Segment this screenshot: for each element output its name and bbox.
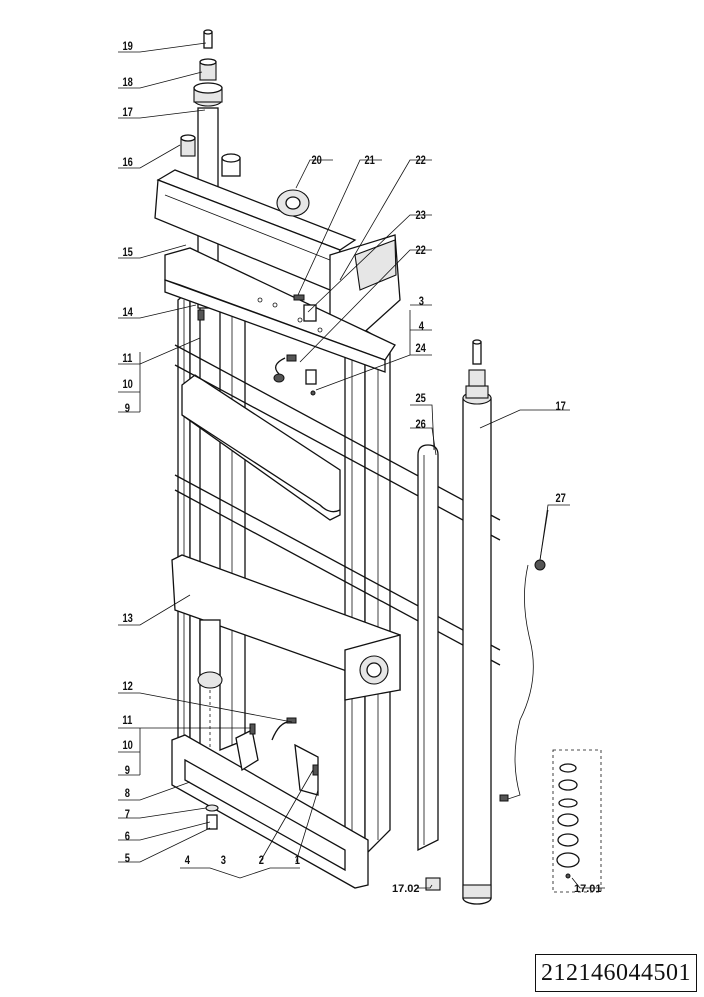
part-number-box: 212146044501 xyxy=(535,954,697,992)
label-3-lower: 3 xyxy=(221,854,226,867)
label-17: 17 xyxy=(122,106,132,119)
label-9-lower: 9 xyxy=(125,764,130,777)
label-21: 21 xyxy=(364,154,374,167)
label-24: 24 xyxy=(415,342,425,355)
chain-plate xyxy=(181,374,341,521)
callout-labels: 19 18 17 16 20 21 22 23 22 15 14 3 4 24 … xyxy=(122,40,601,895)
label-13: 13 xyxy=(122,612,132,625)
label-18: 18 xyxy=(122,76,132,89)
label-23: 23 xyxy=(415,209,425,222)
fitting-17-02 xyxy=(425,877,441,891)
label-17-01: 17.01 xyxy=(574,883,602,895)
bracket-left xyxy=(235,729,259,772)
label-16: 16 xyxy=(122,156,132,169)
label-7: 7 xyxy=(125,808,130,821)
label-9-upper: 9 xyxy=(125,402,130,415)
label-22-top: 22 xyxy=(415,154,425,167)
label-22-lower: 22 xyxy=(415,244,425,257)
label-1: 1 xyxy=(295,854,300,867)
label-12: 12 xyxy=(122,680,132,693)
label-11-upper: 11 xyxy=(122,352,132,365)
label-17-02: 17.02 xyxy=(392,883,420,895)
leader-lines xyxy=(118,42,605,889)
label-26: 26 xyxy=(415,418,425,431)
label-5: 5 xyxy=(125,852,130,865)
label-10-upper: 10 xyxy=(122,378,132,391)
label-10-lower: 10 xyxy=(122,739,132,752)
label-11-lower: 11 xyxy=(122,714,132,727)
seal-kit-box xyxy=(552,749,602,893)
label-17-right: 17 xyxy=(555,400,565,413)
hose-26 xyxy=(417,444,439,852)
bracket-right xyxy=(294,743,319,796)
side-parts xyxy=(417,339,602,905)
label-3-upper: 3 xyxy=(419,295,424,308)
label-4-upper: 4 xyxy=(419,320,424,333)
label-8: 8 xyxy=(125,787,130,800)
label-15: 15 xyxy=(122,246,132,259)
part-number: 212146044501 xyxy=(541,959,691,986)
label-27: 27 xyxy=(555,492,565,505)
lower-cylinder xyxy=(199,619,221,676)
label-6: 6 xyxy=(125,830,130,843)
wire-27 xyxy=(504,564,534,801)
label-19: 19 xyxy=(122,40,132,53)
label-20: 20 xyxy=(311,154,321,167)
label-4-lower: 4 xyxy=(185,854,190,867)
label-25: 25 xyxy=(415,392,425,405)
cylinder-17-right xyxy=(462,397,492,899)
mast-assembly xyxy=(154,29,501,889)
pin-5 xyxy=(206,814,218,830)
label-2: 2 xyxy=(259,854,264,867)
label-14: 14 xyxy=(122,306,132,319)
